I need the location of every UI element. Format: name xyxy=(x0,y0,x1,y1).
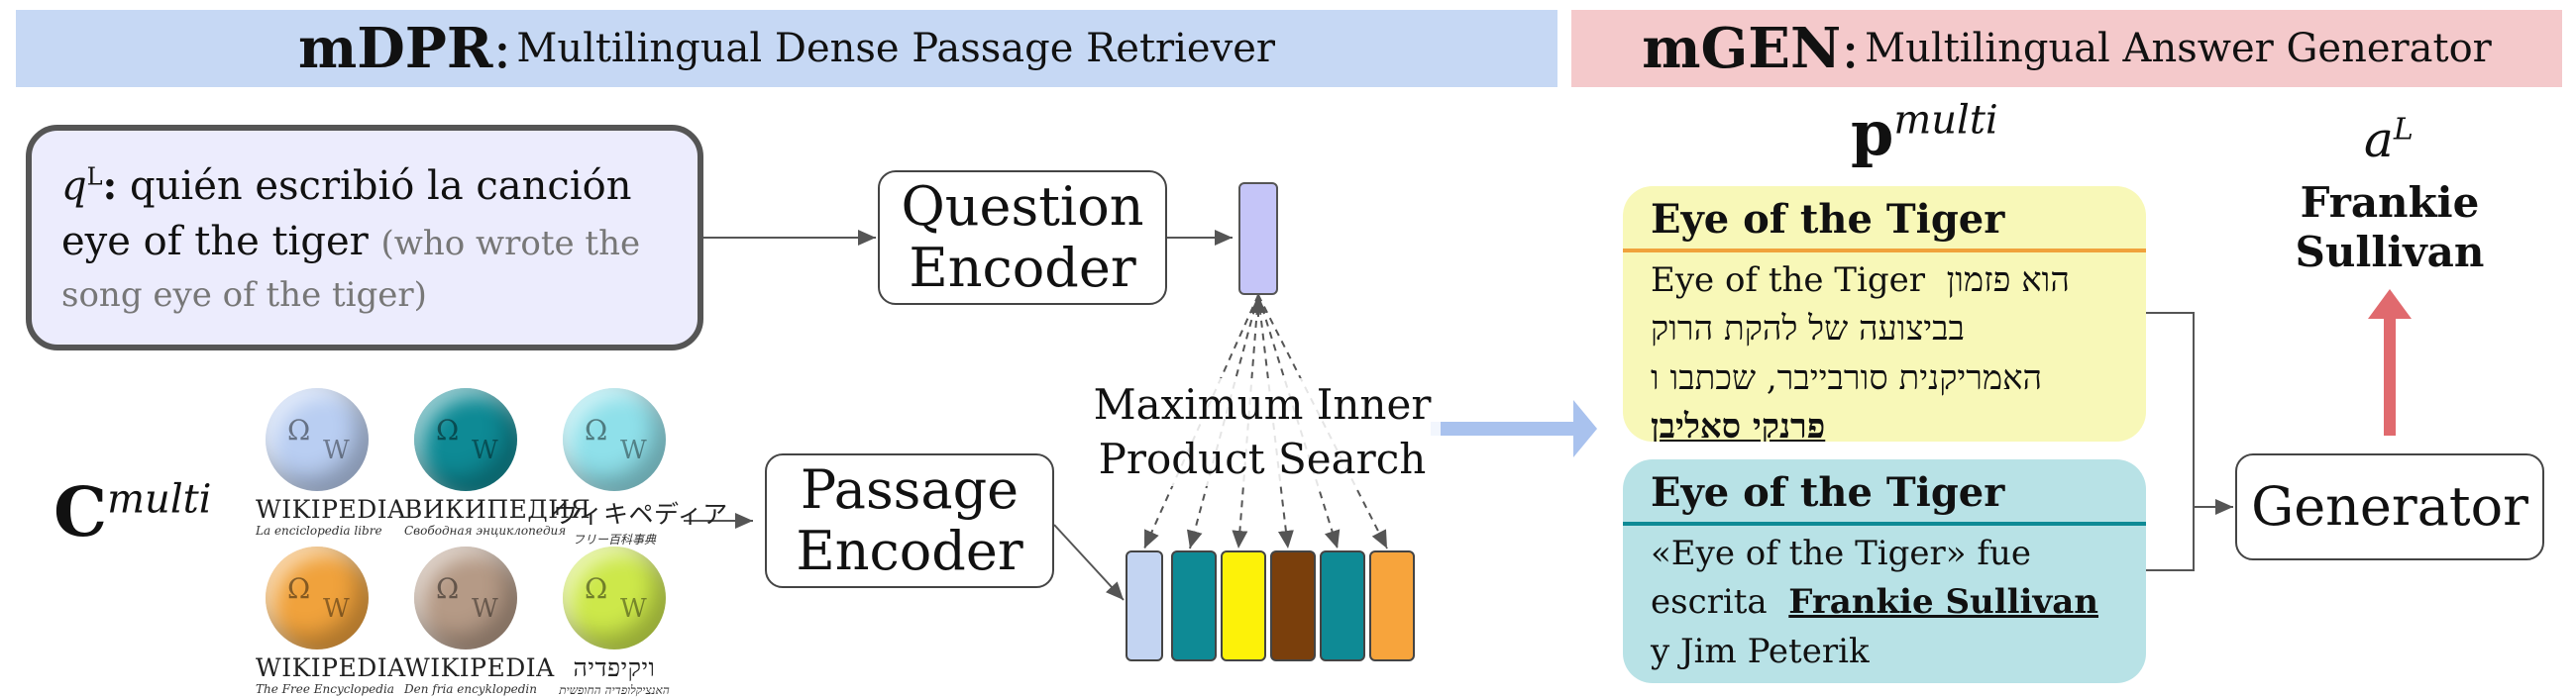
mgen-banner: mGEN: Multilingual Answer Generator xyxy=(1571,10,2562,87)
passage-body: «Eye of the Tiger» fue escrita Frankie S… xyxy=(1651,534,2098,671)
mgen-subtitle: Multilingual Answer Generator xyxy=(1865,26,2492,71)
query-text-line1: quién escribió la canción xyxy=(130,163,632,209)
generator-to-answer-arrow xyxy=(2368,289,2412,436)
answer-variable: aL xyxy=(2364,111,2414,168)
passage-title: Eye of the Tiger xyxy=(1623,186,2146,252)
pmulti-label: pmulti xyxy=(1851,97,1998,169)
passage-vector xyxy=(1171,550,1217,661)
passage-answer-span: פרנקי סאליבן xyxy=(1651,406,1826,442)
encoder-to-vectors-arrow xyxy=(1053,524,1125,601)
query-translation: (who wrote the song eye of the tiger) xyxy=(61,224,641,315)
corpus-label: Cmulti xyxy=(54,473,212,552)
mgen-sep: : xyxy=(1841,16,1861,81)
passage-vector xyxy=(1126,550,1163,661)
mdpr-title: mDPR xyxy=(297,16,493,81)
passages-to-generator xyxy=(2146,312,2195,571)
retrieval-arrow xyxy=(1431,400,1597,457)
passage-vector xyxy=(1270,550,1316,661)
mdpr-subtitle: Multilingual Dense Passage Retriever xyxy=(516,26,1275,71)
passage-vector xyxy=(1369,550,1415,661)
query-vector xyxy=(1238,182,1278,295)
passage-body: Eye of the Tiger הוא פזמון בביצועה של לה… xyxy=(1623,252,2146,442)
mdpr-banner: mDPR: Multilingual Dense Passage Retriev… xyxy=(16,10,1557,87)
generator-box: Generator xyxy=(2235,453,2544,560)
mgen-title: mGEN xyxy=(1642,16,1842,81)
query-text-line2: eye of the tiger xyxy=(61,219,369,264)
query-box: qL: quién escribió la canción eye of the… xyxy=(26,125,703,350)
retrieved-passage-spanish: Eye of the Tiger «Eye of the Tiger» fue … xyxy=(1623,459,2146,683)
retrieved-passage-hebrew: Eye of the Tiger Eye of the Tiger הוא פז… xyxy=(1623,186,2146,442)
passage-answer-span: Frankie Sullivan xyxy=(1788,582,2098,623)
passage-title: Eye of the Tiger xyxy=(1623,459,2146,526)
passage-vector xyxy=(1221,550,1266,661)
passage-vector xyxy=(1320,550,1365,661)
mdpr-sep: : xyxy=(492,16,512,81)
query-label: qL: xyxy=(61,162,118,209)
